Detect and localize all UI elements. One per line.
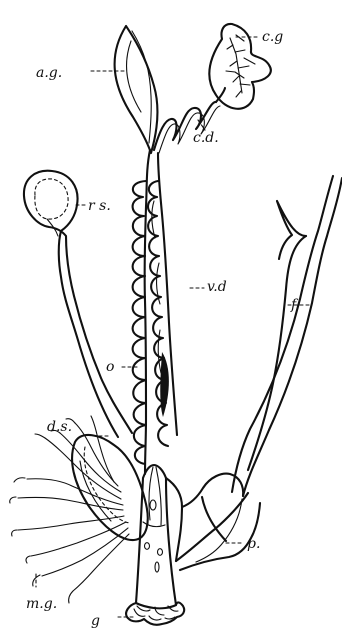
label-g: g (91, 613, 100, 629)
atrium-and-penis (126, 465, 184, 625)
vas-deferens (133, 150, 177, 474)
label-ag: a.g. (36, 65, 62, 81)
flagellum (232, 176, 342, 496)
label-mg: m.g. (26, 596, 57, 612)
label-vd: v.d (207, 279, 227, 295)
label-rs: r s. (88, 198, 111, 214)
label-cg: c.g (262, 29, 283, 45)
label-p: p. (247, 536, 260, 552)
label-ds: d.s. (47, 419, 72, 435)
label-o: o (106, 359, 114, 375)
accessory-gland (115, 26, 158, 153)
receptaculum-seminis (24, 171, 132, 437)
label-cd: c.d. (193, 130, 219, 146)
